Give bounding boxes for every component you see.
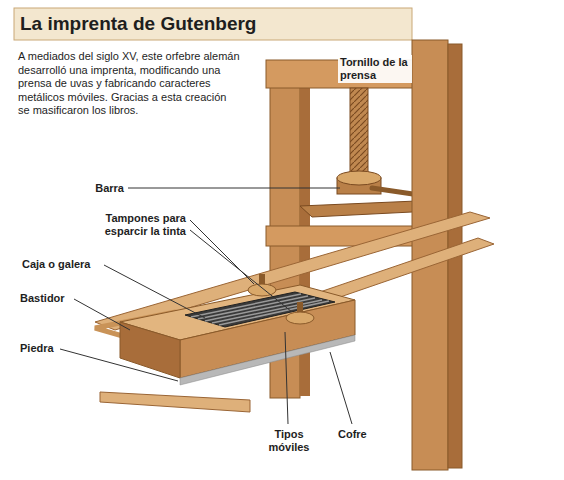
press-screw xyxy=(350,88,368,176)
ink-tampon xyxy=(286,312,314,324)
part-label: Tipos móviles xyxy=(262,428,316,454)
ink-tampon xyxy=(248,284,276,296)
type-rows xyxy=(191,294,329,325)
leader-line xyxy=(74,299,130,330)
leader-line xyxy=(330,352,352,424)
part-label: Caja o galera xyxy=(22,258,90,271)
description-note: A mediados del siglo XV, este orfebre al… xyxy=(18,50,240,118)
leader-line xyxy=(128,188,340,189)
title-bar xyxy=(14,8,412,40)
part-label: Bastidor xyxy=(20,292,65,305)
stone xyxy=(180,335,355,385)
leader-line xyxy=(285,332,288,424)
leader-line xyxy=(190,220,254,284)
coffin-side xyxy=(120,322,180,378)
title: La imprenta de Gutenberg xyxy=(20,13,256,35)
part-label: Cofre xyxy=(338,428,367,441)
leader-line xyxy=(190,230,292,312)
part-label: Tampones para esparcir la tinta xyxy=(86,212,186,238)
leader-line xyxy=(104,265,205,318)
type-forme xyxy=(185,292,335,327)
screw-hub-top xyxy=(337,171,381,185)
screw-thread xyxy=(350,88,368,176)
part-label: Tornillo de la prensa xyxy=(338,55,412,83)
lower-shelf xyxy=(100,392,250,412)
leader-line xyxy=(60,349,178,381)
part-label: Barra xyxy=(84,182,124,195)
part-label: Piedra xyxy=(20,342,54,355)
